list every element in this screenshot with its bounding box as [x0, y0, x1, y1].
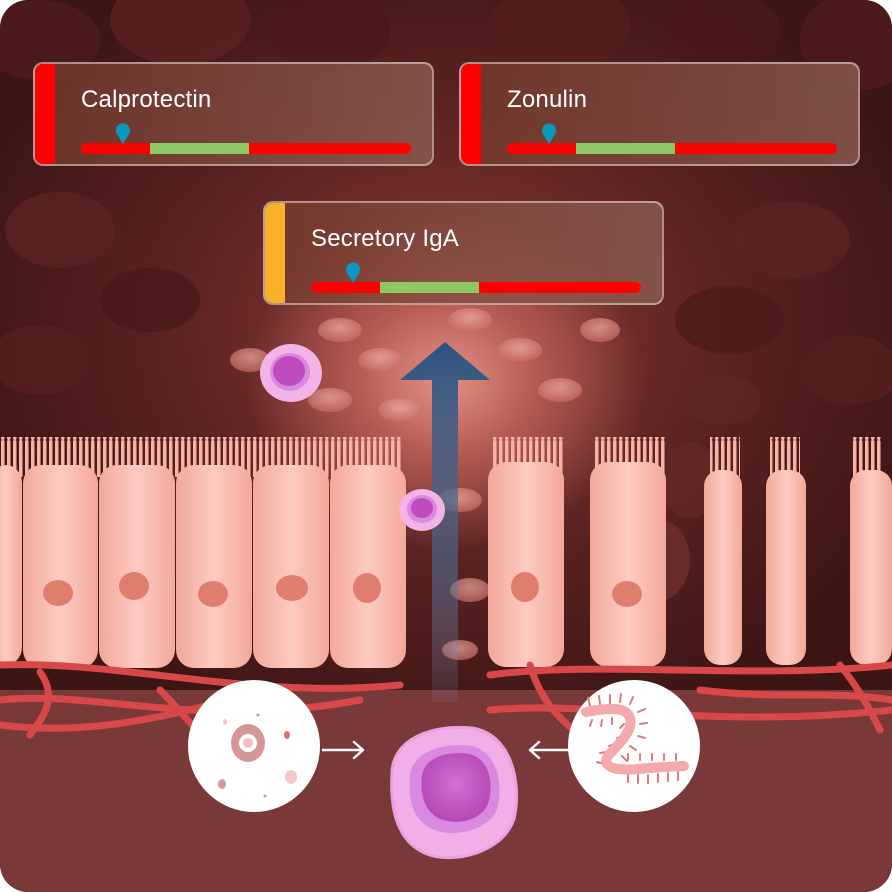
- status-indicator: [461, 64, 481, 164]
- biomarker-name: Zonulin: [507, 86, 588, 113]
- range-normal: [576, 143, 676, 154]
- value-marker-icon: [542, 123, 556, 144]
- translocation-arrow-icon: [400, 342, 490, 702]
- food-particle-inset: [188, 680, 320, 812]
- left-arrow-icon: [528, 740, 571, 760]
- status-indicator: [35, 64, 55, 164]
- range-gauge: [311, 282, 641, 293]
- food-particle-icon: [218, 713, 297, 798]
- range-low: [81, 143, 151, 154]
- range-high: [479, 282, 641, 293]
- range-low: [311, 282, 381, 293]
- value-marker-icon: [116, 123, 130, 144]
- range-gauge: [81, 143, 411, 154]
- range-low: [507, 143, 577, 154]
- right-arrow-icon: [322, 740, 365, 760]
- range-high: [249, 143, 411, 154]
- range-high: [675, 143, 837, 154]
- immune-cell-icon: [260, 344, 322, 402]
- range-normal: [380, 282, 480, 293]
- biomarker-name: Calprotectin: [81, 86, 212, 113]
- biomarker-card-secretory-iga[interactable]: Secretory IgA: [263, 201, 664, 305]
- status-indicator: [265, 203, 285, 303]
- immune-cell-migrating-icon: [399, 489, 445, 531]
- biomarker-name: Secretory IgA: [311, 225, 459, 252]
- biomarker-card-zonulin[interactable]: Zonulin: [459, 62, 860, 166]
- biomarker-card-calprotectin[interactable]: Calprotectin: [33, 62, 434, 166]
- value-marker-icon: [346, 262, 360, 283]
- epithelial-cell-layer: [0, 437, 892, 668]
- microbe-inset: [568, 680, 700, 812]
- large-immune-cell-icon: [390, 725, 518, 860]
- range-gauge: [507, 143, 837, 154]
- range-normal: [150, 143, 250, 154]
- microbe-worm-icon: [581, 693, 689, 784]
